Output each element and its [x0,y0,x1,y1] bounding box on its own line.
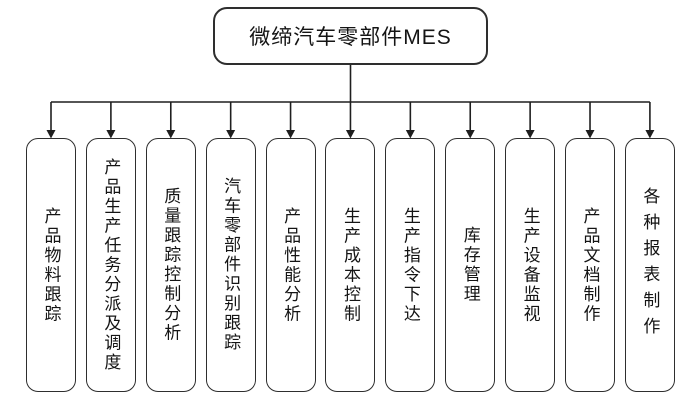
root-node: 微缔汽车零部件MES [213,7,488,65]
feature-node-label: 生产指令下达 [400,206,420,324]
feature-node-label: 生产成本控制 [340,206,360,324]
feature-node-product-material-tracking: 产品物料跟踪 [26,138,76,392]
feature-node-label: 产品性能分析 [281,206,301,324]
feature-node-task-dispatch-scheduling: 产品生产任务分派及调度 [85,138,136,392]
feature-node-parts-identification-tracking: 汽车零部件识别跟踪 [205,138,256,392]
feature-node-inventory-management: 库存管理 [445,138,496,392]
feature-node-production-cost-control: 生产成本控制 [325,138,376,392]
feature-node-product-document-creation: 产品文档制作 [565,138,616,392]
feature-node-label: 各种报表制作 [640,187,660,343]
feature-node-production-order-issue: 生产指令下达 [385,138,436,392]
feature-node-label: 产品物料跟踪 [41,206,61,324]
root-node-label: 微缔汽车零部件MES [249,26,452,49]
feature-node-report-creation: 各种报表制作 [624,138,675,392]
feature-node-label: 产品文档制作 [580,206,600,324]
feature-node-quality-tracking-analysis: 质量跟踪控制分析 [145,138,196,392]
feature-node-label: 质量跟踪控制分析 [161,187,181,343]
feature-node-label: 汽车零部件识别跟踪 [221,177,241,353]
feature-node-equipment-monitoring: 生产设备监视 [505,138,556,392]
feature-node-label: 产品生产任务分派及调度 [101,157,121,373]
feature-nodes-row: 产品物料跟踪 产品生产任务分派及调度 质量跟踪控制分析 汽车零部件识别跟踪 产品… [26,138,675,392]
feature-node-label: 生产设备监视 [520,206,540,324]
feature-node-product-performance-analysis: 产品性能分析 [265,138,316,392]
feature-node-label: 库存管理 [460,226,480,304]
